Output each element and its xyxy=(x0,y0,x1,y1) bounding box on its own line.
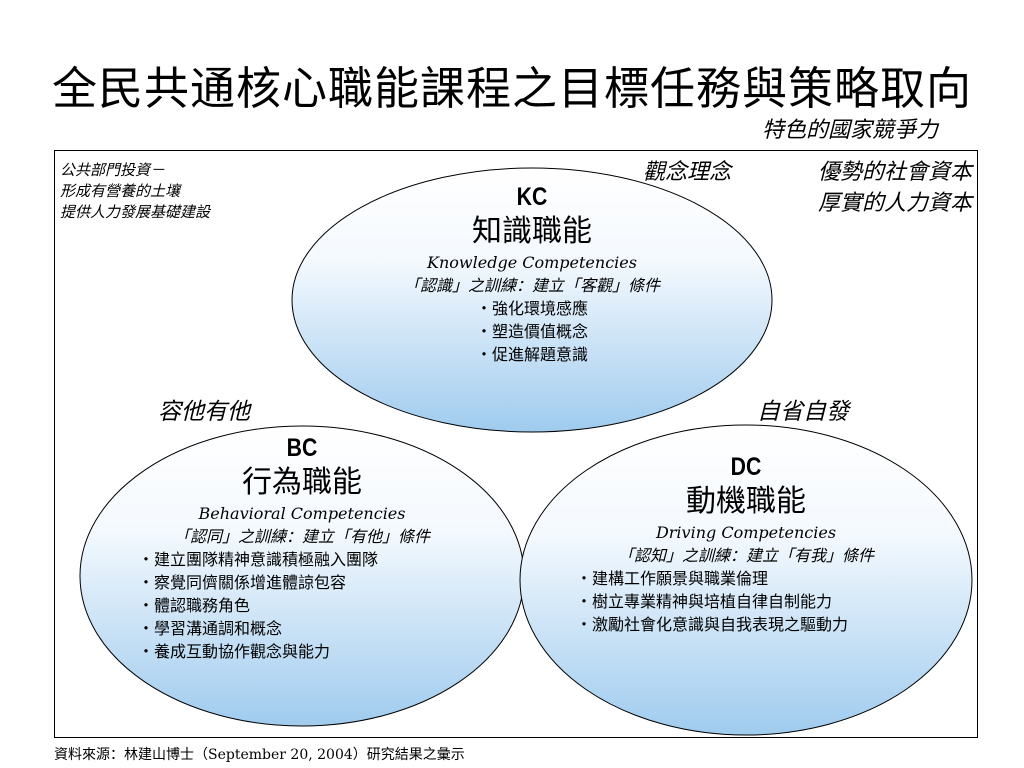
bc-name-en: Behavioral Competencies xyxy=(198,504,406,523)
tolerance-note: 容他有他 xyxy=(158,399,250,425)
page-title: 全民共通核心職能課程之目標任務與策略取向 xyxy=(51,62,972,115)
kc-content: KC 知識職能 Knowledge Competencies 「認識」之訓練：建… xyxy=(330,182,734,366)
capital-note: 優勢的社會資本 厚實的人力資本 xyxy=(818,157,972,219)
dc-code: DC xyxy=(730,453,762,481)
dc-training: 「認知」之訓練：建立「有我」條件 xyxy=(617,546,874,565)
public-investment-line-1: 公共部門投資－ xyxy=(60,161,166,179)
dc-ellipse xyxy=(519,424,973,736)
concept-note: 觀念理念 xyxy=(643,160,732,185)
capital-line-1: 優勢的社會資本 xyxy=(817,160,972,185)
kc-bullet: ‧促進解題意識 xyxy=(475,345,588,364)
source-citation: 資料來源：林建山博士（September 20, 2004）研究結果之彙示 xyxy=(54,747,465,763)
bc-bullet: ‧學習溝通調和概念 xyxy=(138,619,283,638)
page-subtitle: 特色的國家競爭力 xyxy=(761,118,938,143)
kc-bullet: ‧強化環境感應 xyxy=(475,299,588,318)
public-investment-line-2: 形成有營養的土壤 xyxy=(60,182,181,200)
kc-ellipse xyxy=(291,167,773,433)
kc-bullet-list: ‧強化環境感應 ‧塑造價值概念 ‧促進解題意識 xyxy=(476,297,588,366)
bc-training: 「認同」之訓練：建立「有他」條件 xyxy=(173,527,430,546)
bc-bullet-list: ‧建立團隊精神意識積極融入團隊 ‧察覺同儕關係增進體諒包容 ‧體認職務角色 ‧學… xyxy=(108,548,496,663)
capital-line-2: 厚實的人力資本 xyxy=(817,191,972,216)
bc-bullet: ‧體認職務角色 xyxy=(138,596,251,615)
bc-bullet: ‧建立團隊精神意識積極融入團隊 xyxy=(138,550,379,569)
bc-content: BC 行為職能 Behavioral Competencies 「認同」之訓練：… xyxy=(108,433,496,663)
kc-training: 「認識」之訓練：建立「客觀」條件 xyxy=(403,276,660,295)
bc-name-cn: 行為職能 xyxy=(242,465,362,500)
self-reflection-note: 自省自發 xyxy=(757,399,849,425)
kc-bullet: ‧塑造價值概念 xyxy=(475,322,588,341)
bc-bullet: ‧察覺同儕關係增進體諒包容 xyxy=(138,573,347,592)
bc-code: BC xyxy=(286,434,318,462)
kc-name-cn: 知識職能 xyxy=(472,214,592,249)
bc-bullet: ‧養成互動協作觀念與能力 xyxy=(138,642,331,661)
dc-bullet-list: ‧建構工作願景與職業倫理 ‧樹立專業精神與培植自律自制能力 ‧激勵社會化意識與自… xyxy=(540,567,952,636)
kc-name-en: Knowledge Competencies xyxy=(427,253,637,272)
dc-content: DC 動機職能 Driving Competencies 「認知」之訓練：建立「… xyxy=(540,452,952,636)
dc-name-cn: 動機職能 xyxy=(686,484,806,519)
dc-name-en: Driving Competencies xyxy=(655,523,837,542)
public-investment-line-3: 提供人力發展基礎建設 xyxy=(60,203,211,221)
dc-bullet: ‧樹立專業精神與培植自律自制能力 xyxy=(576,592,833,611)
public-investment-note: 公共部門投資－ 形成有營養的土壤 提供人力發展基礎建設 xyxy=(60,160,210,223)
dc-bullet: ‧建構工作願景與職業倫理 xyxy=(576,569,769,588)
kc-code: KC xyxy=(516,183,548,211)
dc-bullet: ‧激勵社會化意識與自我表現之驅動力 xyxy=(576,615,849,634)
diagram-frame xyxy=(54,150,978,738)
